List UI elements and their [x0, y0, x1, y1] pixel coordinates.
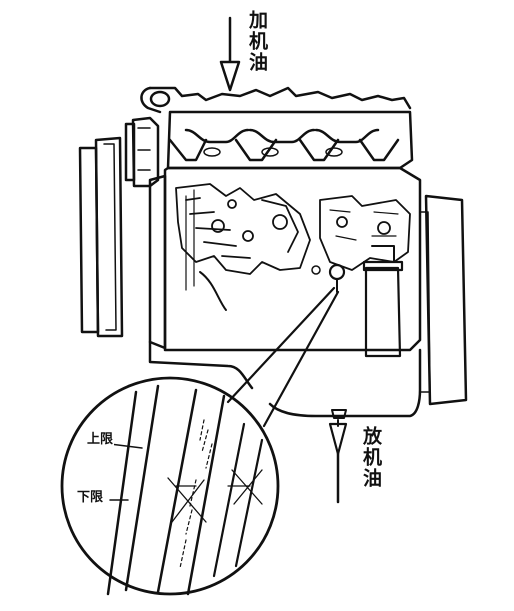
alternator	[124, 116, 160, 188]
dipstick-detail-circle	[60, 376, 280, 596]
upper-limit-label: 上限	[86, 428, 115, 447]
drain-arrow-icon	[328, 419, 348, 504]
engine-block	[78, 136, 468, 419]
add-oil-label: 加机油	[246, 10, 268, 73]
drain-oil-label: 放机油	[360, 426, 382, 489]
fill-arrow-icon	[219, 16, 241, 92]
valve-cover	[140, 86, 414, 170]
lower-limit-label: 下限	[76, 486, 105, 505]
block-details	[175, 183, 411, 358]
callout-leader	[226, 286, 340, 428]
